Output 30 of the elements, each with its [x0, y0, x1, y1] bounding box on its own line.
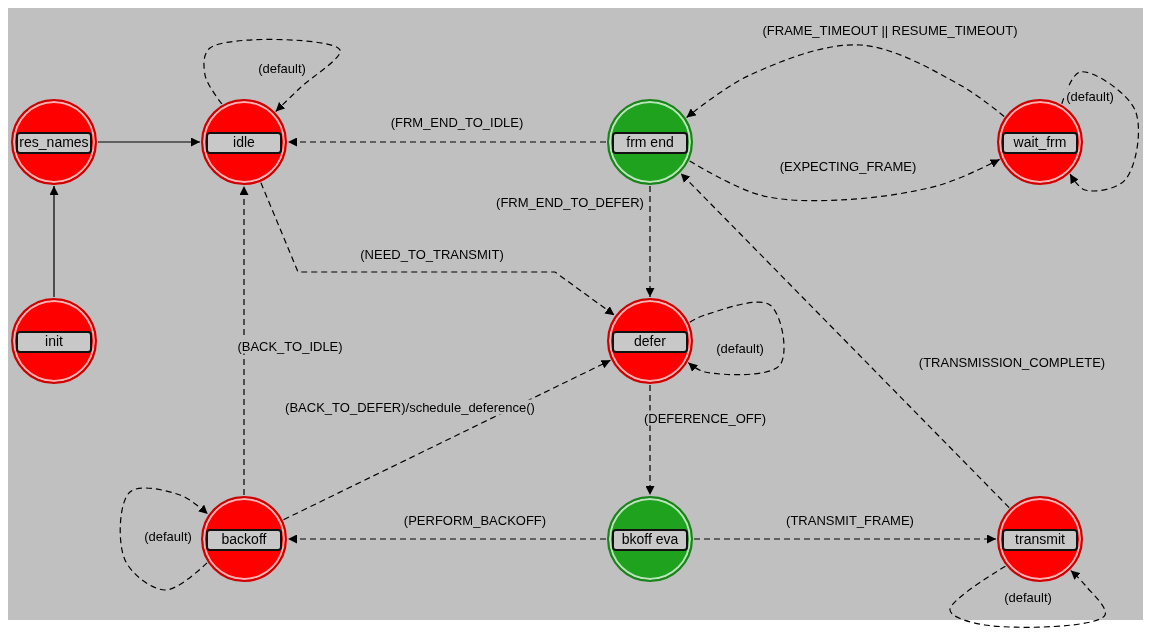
state-name: defer	[612, 331, 688, 353]
transition-arrow	[645, 185, 655, 298]
state-name: bkoff eva	[612, 529, 688, 551]
transition-arrow	[1061, 71, 1140, 192]
transition-arrow	[287, 534, 607, 544]
state-name: backoff	[206, 529, 282, 551]
transition-arrow	[687, 301, 785, 376]
transition-arrow	[203, 38, 341, 113]
transition-arrow	[287, 137, 607, 147]
state-name: idle	[206, 132, 282, 154]
edge-label: (BACK_TO_IDLE)	[235, 338, 345, 354]
transition-arrow	[645, 384, 655, 496]
transition-arrow	[260, 182, 615, 316]
transition-arrow	[97, 137, 201, 147]
transition-arrow	[685, 44, 1005, 119]
state-name: res_names	[16, 132, 92, 154]
transition-arrow	[689, 158, 1001, 202]
edge-label: (default)	[1064, 88, 1116, 104]
state-name: frm end	[612, 132, 688, 154]
state-name: init	[16, 331, 92, 353]
transition-arrow	[49, 185, 59, 298]
transition-arrow	[239, 185, 249, 496]
transition-arrow	[693, 534, 997, 544]
transition-arrow	[949, 565, 1107, 628]
state-name: transmit	[1002, 529, 1078, 551]
transition-arrow	[680, 172, 1010, 509]
state-name: wait_frm	[1002, 132, 1078, 154]
transition-arrow	[119, 487, 209, 591]
edge-label: (BACK_TO_DEFER)/schedule_deference()	[283, 399, 537, 415]
transition-arrow	[282, 359, 612, 521]
